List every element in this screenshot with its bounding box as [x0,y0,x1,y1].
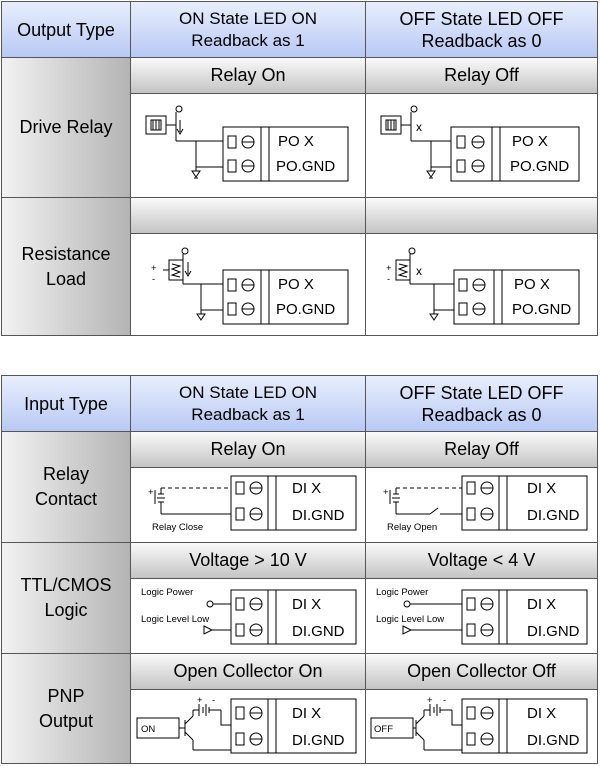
svg-text:x: x [416,264,422,278]
svg-text:+: + [148,487,154,498]
on-state-line-1: ON State LED ON [179,8,317,28]
terminal-di-x: DI X [292,480,321,497]
relay-contact-label: Relay Contact [2,432,131,543]
terminal-po-x: PO X [514,276,550,293]
resistance-off-diagram: + - x PO X PO.GND [366,234,597,335]
pnp-on-note: ON [141,724,155,735]
drive-relay-off-svg: x PO X PO.GND [380,105,580,182]
svg-text:Logic Power: Logic Power [376,587,428,598]
terminal-di-gnd: DI.GND [292,507,345,524]
input-type-table: Input Type ON State LED ON Readback as 1… [1,375,598,764]
drive-relay-off-diagram: x PO X PO.GND [366,94,597,198]
pnp-on-diagram: ON + - DI X DI.GND [131,690,366,763]
terminal-po-gnd: PO.GND [276,158,335,175]
relay-open-svg: + DI X DI.GND Relay Open [383,475,588,533]
output-on-state-header: ON State LED ON Readback as 1 [131,2,366,58]
pnp-on-svg: ON + - DI X DI.GND [136,695,357,754]
relay-close-note: Relay Close [152,522,203,533]
output-type-header: Output Type [2,2,131,58]
on-state-line-2: Readback as 1 [191,30,305,50]
pnp-output-label: PNP Output [2,654,131,763]
resistance-off-svg: + - x PO X PO.GND [386,247,580,325]
input-off-state-header: OFF State LED OFF Readback as 0 [366,376,597,432]
open-mark: x [416,120,422,134]
terminal-di-gnd: DI.GND [292,623,345,640]
output-type-table: Output Type ON State LED ON Readback as … [1,1,598,336]
resistance-load-label: Resistance Load [2,198,131,335]
relay-contact-off-title: Relay Off [366,432,597,468]
svg-text:+: + [383,487,389,498]
relay-on-title: Relay On [131,58,366,94]
svg-text:+: + [386,263,392,274]
resistance-off-title [366,198,597,234]
pnp-on-title: Open Collector On [131,654,366,690]
off-state-line-2: Readback as 0 [421,30,542,51]
ttl-on-title: Voltage > 10 V [131,543,366,579]
pnp-off-diagram: OFF + - DI X DI.GND [366,690,597,763]
terminal-po-gnd: PO.GND [276,301,335,318]
svg-text:-: - [212,695,215,706]
ttl-off-diagram: Logic Power Logic Level Low DI X DI.GND [366,579,597,654]
terminal-di-x: DI X [292,596,321,613]
resistance-on-diagram: + - PO X PO.GND [131,234,366,335]
svg-text:-: - [152,274,155,285]
svg-text:-: - [443,695,446,706]
pnp-off-note: OFF [374,724,393,735]
resistance-on-svg: + - PO X PO.GND [151,247,349,325]
drive-relay-on-svg: PO X PO.GND [145,105,349,182]
terminal-po-gnd: PO.GND [510,158,569,175]
terminal-di-gnd: DI.GND [292,732,345,749]
relay-contact-off-diagram: + DI X DI.GND Relay Open [366,468,597,543]
input-type-header: Input Type [2,376,131,432]
logic-power-note: Logic Power [141,587,193,598]
terminal-di-x: DI X [527,705,556,722]
drive-relay-label: Drive Relay [2,58,131,198]
terminal-di-x: DI X [527,480,556,497]
terminal-po-x: PO X [278,276,314,293]
svg-text:-: - [387,274,390,285]
pnp-off-svg: OFF + - DI X DI.GND [370,695,588,754]
relay-off-title: Relay Off [366,58,597,94]
ttl-off-title: Voltage < 4 V [366,543,597,579]
relay-close-svg: + DI X DI.GND Relay Close [148,475,357,533]
terminal-di-gnd: DI.GND [527,732,580,749]
off-state-line-1: OFF State LED OFF [399,8,564,29]
resistance-on-title [131,198,366,234]
logic-level-low-note: Logic Level Low [141,614,209,625]
ttl-on-svg: Logic Power Logic Level Low DI X DI.GND [141,587,357,645]
pnp-off-title: Open Collector Off [366,654,597,690]
ttl-cmos-label: TTL/CMOS Logic [2,543,131,654]
drive-relay-on-diagram: PO X PO.GND [131,94,366,198]
svg-text:Logic Level Low: Logic Level Low [376,614,444,625]
svg-text:+: + [427,695,433,706]
input-on-state-header: ON State LED ON Readback as 1 [131,376,366,432]
terminal-di-gnd: DI.GND [527,623,580,640]
svg-text:+: + [197,695,203,706]
input-type-title: Input Type [24,393,108,414]
terminal-po-x: PO X [512,133,548,150]
output-type-title: Output Type [17,19,115,40]
relay-open-note: Relay Open [387,522,437,533]
svg-text:+: + [151,263,157,274]
terminal-di-x: DI X [292,705,321,722]
ttl-off-svg: Logic Power Logic Level Low DI X DI.GND [376,587,588,645]
terminal-di-gnd: DI.GND [527,507,580,524]
terminal-di-x: DI X [527,596,556,613]
terminal-po-gnd: PO.GND [512,301,571,318]
output-off-state-header: OFF State LED OFF Readback as 0 [366,2,597,58]
terminal-po-x: PO X [278,133,314,150]
relay-contact-on-diagram: + DI X DI.GND Relay Close [131,468,366,543]
ttl-on-diagram: Logic Power Logic Level Low DI X DI.GND [131,579,366,654]
relay-contact-on-title: Relay On [131,432,366,468]
